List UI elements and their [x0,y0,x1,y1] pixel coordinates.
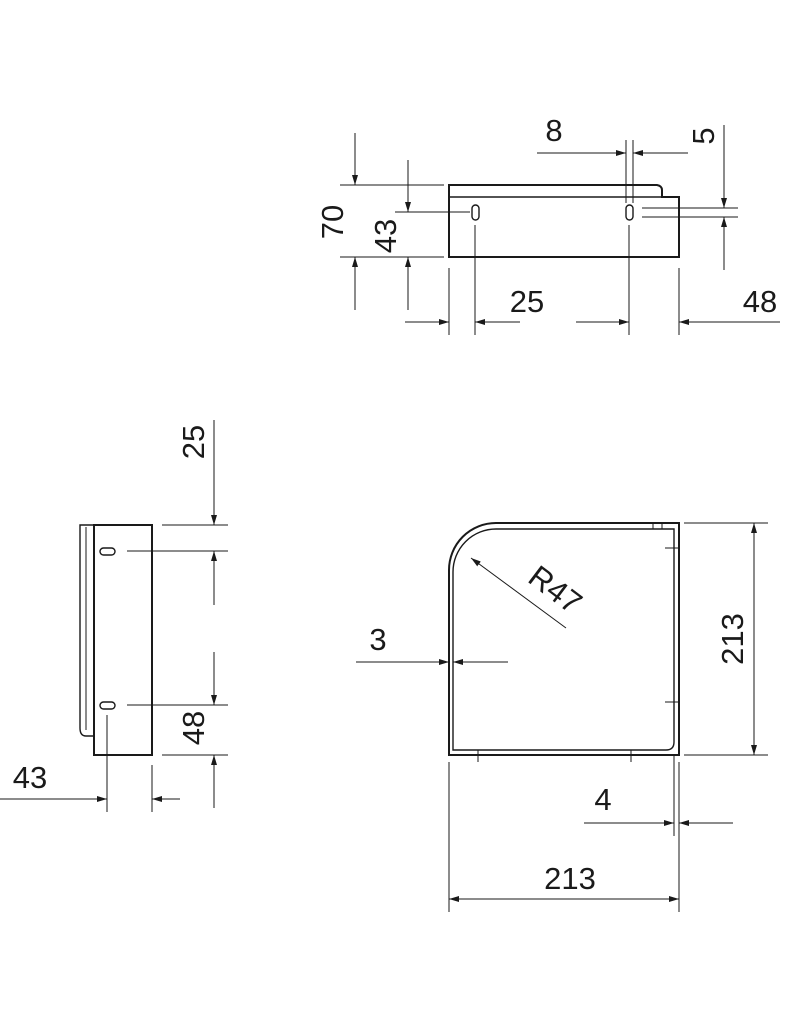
front-view: 70 43 8 5 25 48 [315,113,780,335]
dim-text-213-depth: 213 [715,613,750,665]
side-slot-top [99,547,116,556]
plan-view-marks [477,523,679,762]
dim-right-offset: 48 [576,284,780,325]
front-view-outline [448,184,680,258]
side-extension-lines [106,524,228,812]
dim-text-48-side: 48 [176,711,211,745]
dim-side-depth: 43 [0,760,180,802]
side-slot-bottom [99,701,116,710]
plan-view-inner-outline [452,528,675,751]
dim-text-3: 3 [369,622,386,657]
front-slot-right [625,204,634,221]
dim-height-total: 70 [315,133,358,310]
dim-slot-height: 5 [686,125,727,270]
dim-text-48-front: 48 [743,284,777,319]
dim-radius: R47 [470,557,589,629]
dim-text-r47: R47 [522,559,588,621]
dim-text-25-front: 25 [510,284,544,319]
dim-hole-offset: 25 [405,284,544,325]
dim-text-4: 4 [594,782,611,817]
dim-side-bottom-offset: 48 [176,652,217,808]
dim-gap: 8 [537,113,688,156]
dim-text-213-width: 213 [544,861,596,896]
dim-text-5: 5 [686,127,721,144]
side-view-lip [79,524,94,737]
dim-width: 213 [449,861,679,902]
dim-depth: 213 [715,523,757,755]
dim-text-8: 8 [545,113,562,148]
side-view-plate [93,524,153,756]
plan-view-outer-outline [448,522,680,756]
dim-text-70: 70 [315,205,350,239]
dim-height-plate: 43 [368,160,411,310]
plan-view: R47 3 4 213 213 [356,522,768,912]
dim-wall-bottom: 4 [584,782,733,826]
plan-extension-lines [448,522,768,912]
side-view: 25 48 43 [0,420,228,812]
dim-side-top-offset: 25 [176,420,217,605]
dim-text-25-side: 25 [176,425,211,459]
dim-text-43-front: 43 [368,219,403,253]
front-slot-left [471,204,480,221]
dim-text-43-side: 43 [13,760,47,795]
dim-wall-left: 3 [356,622,508,665]
